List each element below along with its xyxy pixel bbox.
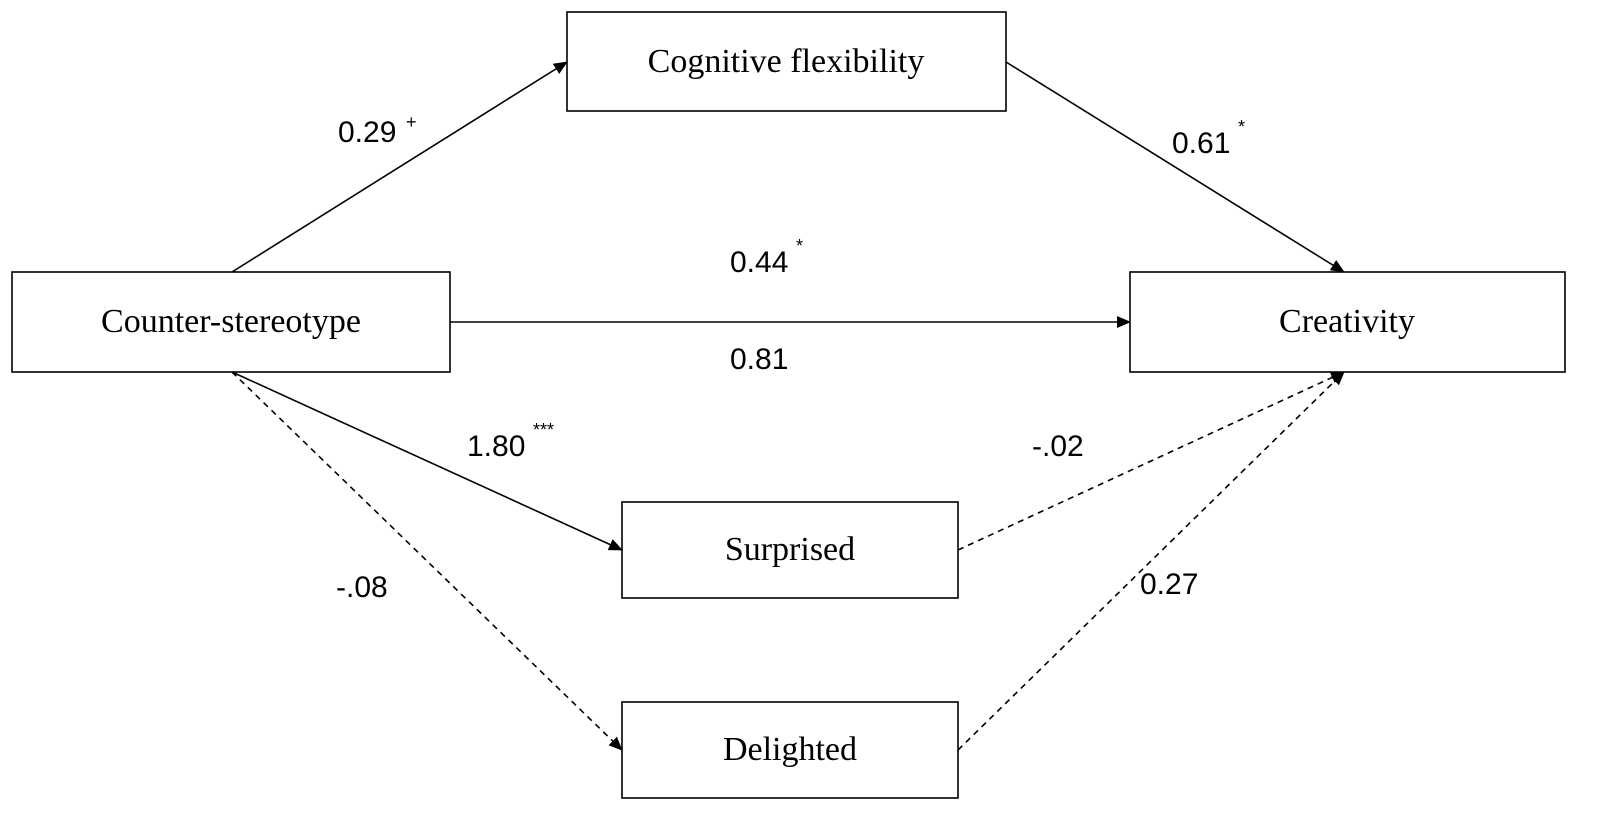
node-creativity: Creativity (1129, 271, 1566, 373)
sig-cf-to-cr: * (1238, 117, 1245, 137)
node-label-surprised: Surprised (725, 531, 855, 568)
edge-cognitive-flexibility-to-creativity (1005, 61, 1345, 273)
edge-counter-stereotype-to-delighted (231, 371, 623, 751)
coef-su-to-cr: -.02 (1032, 430, 1084, 463)
sig-cs-to-su: *** (533, 420, 554, 440)
edge-counter-stereotype-to-surprised (231, 371, 623, 551)
node-surprised: Surprised (621, 501, 959, 599)
coef-cs-to-cf: 0.29 (338, 116, 396, 149)
coef-de-to-cr: 0.27 (1140, 568, 1198, 601)
coef-cf-to-cr: 0.61 (1172, 127, 1230, 160)
edge-counter-stereotype-to-cognitive-flexibility (231, 61, 568, 273)
edge-delighted-to-creativity (957, 371, 1345, 751)
node-label-counter-stereotype: Counter-stereotype (101, 303, 361, 340)
node-label-delighted: Delighted (723, 731, 857, 768)
node-counter-stereotype: Counter-stereotype (11, 271, 451, 373)
coef-cs-to-su: 1.80 (467, 430, 525, 463)
sig-cs-to-cf: + (406, 112, 417, 132)
sig-cs-to-cr: * (796, 236, 803, 256)
coef-cs-to-de: -.08 (336, 571, 388, 604)
coef2-cs-to-cr: 0.81 (730, 343, 788, 376)
coef-cs-to-cr: 0.44 (730, 246, 788, 279)
edge-surprised-to-creativity (957, 371, 1345, 551)
node-label-creativity: Creativity (1279, 303, 1415, 340)
node-delighted: Delighted (621, 701, 959, 799)
node-label-cognitive-flexibility: Cognitive flexibility (648, 43, 925, 80)
node-cognitive-flexibility: Cognitive flexibility (566, 11, 1007, 112)
